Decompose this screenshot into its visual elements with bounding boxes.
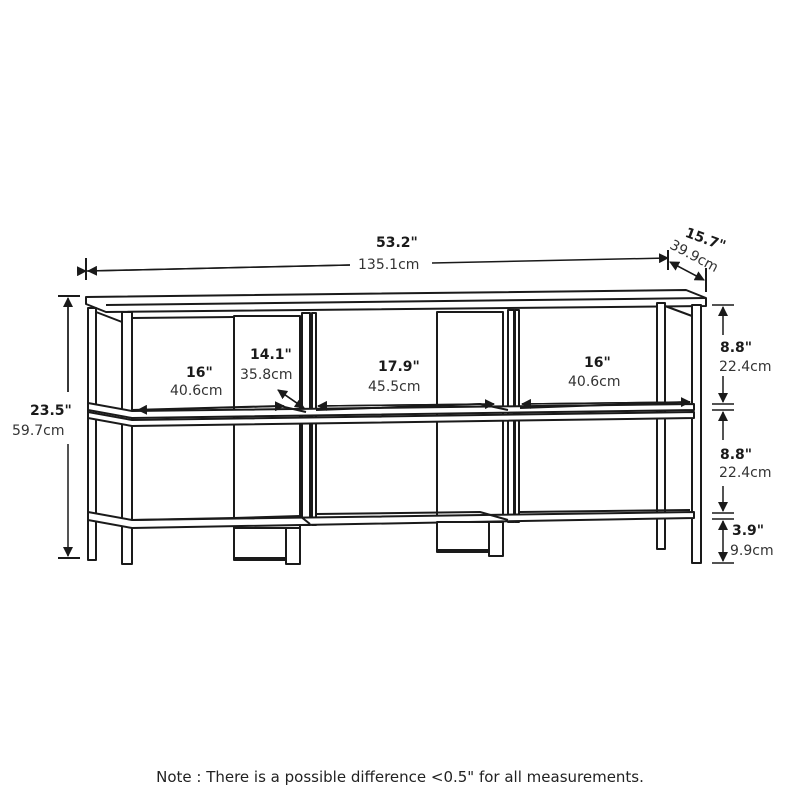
left-compartment-width-cm: 40.6cm xyxy=(170,383,223,399)
right-compartment-width-inches: 16" xyxy=(584,355,611,371)
left-compartment-width-inches: 16" xyxy=(186,365,213,381)
upper-height-inches: 8.8" xyxy=(720,340,753,356)
bottom-shelf xyxy=(87,509,695,529)
overall-width-inches: 53.2" xyxy=(376,235,418,251)
depth-dimension-line xyxy=(669,261,707,292)
upper-height-cm: 22.4cm xyxy=(719,359,772,375)
top-panel xyxy=(85,289,707,313)
frame-legs xyxy=(87,302,702,565)
floor-clearance-inches: 3.9" xyxy=(732,523,765,539)
right-compartment-width-cm: 40.6cm xyxy=(568,374,621,390)
lower-height-inches: 8.8" xyxy=(720,447,753,463)
height-dimension-line xyxy=(58,295,80,559)
measurement-note: Note : There is a possible difference <0… xyxy=(156,768,644,786)
floor-clearance-cm: 9.9cm xyxy=(730,543,774,559)
middle-shelf xyxy=(87,401,695,427)
middle-compartment-width-cm: 45.5cm xyxy=(368,379,421,395)
right-height-dimensions xyxy=(712,304,734,564)
lower-height-cm: 22.4cm xyxy=(719,465,772,481)
middle-compartment-width-inches: 17.9" xyxy=(378,359,420,375)
shelf-depth-inches: 14.1" xyxy=(250,347,292,363)
width-dimension-line xyxy=(76,250,669,280)
overall-height-inches: 23.5" xyxy=(30,403,72,419)
compartment-width-arrows xyxy=(137,389,691,415)
overall-height-cm: 59.7cm xyxy=(12,423,65,439)
bottom-feet xyxy=(233,521,504,565)
overall-width-cm: 135.1cm xyxy=(358,257,420,273)
shelf-depth-cm: 35.8cm xyxy=(240,367,293,383)
